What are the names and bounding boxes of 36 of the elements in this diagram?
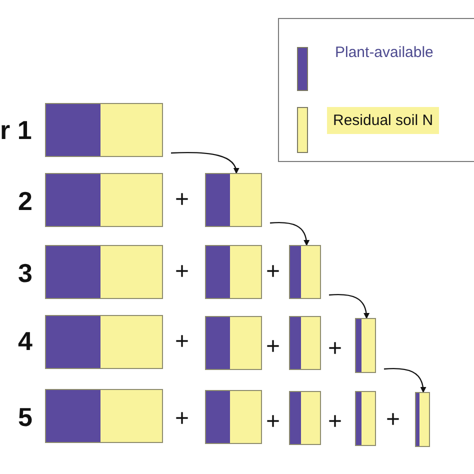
year-number: 5 xyxy=(18,404,32,430)
split-block xyxy=(45,103,163,157)
split-block xyxy=(415,392,430,447)
plus-sign: + xyxy=(266,260,280,284)
split-block xyxy=(205,245,262,299)
split-block xyxy=(289,316,321,370)
split-block xyxy=(355,391,376,446)
plus-sign: + xyxy=(328,410,342,434)
split-block xyxy=(45,245,163,299)
split-block xyxy=(205,390,262,444)
plus-sign: + xyxy=(266,410,280,434)
plus-sign: + xyxy=(175,260,190,284)
plus-sign: + xyxy=(175,188,190,212)
split-block xyxy=(45,173,163,227)
split-block xyxy=(289,245,321,299)
curved-arrow xyxy=(328,294,370,319)
curved-arrow xyxy=(270,222,310,246)
curved-arrow xyxy=(384,368,426,393)
split-block xyxy=(205,316,262,370)
split-block xyxy=(45,315,163,369)
plus-sign: + xyxy=(175,407,190,431)
year-number: 4 xyxy=(18,328,32,354)
plus-sign: + xyxy=(328,337,342,361)
year-number: r 1 xyxy=(0,117,32,143)
plus-sign: + xyxy=(386,408,400,432)
split-block xyxy=(45,389,163,443)
plus-sign: + xyxy=(266,335,280,359)
split-block xyxy=(289,391,321,445)
split-block xyxy=(355,318,376,373)
curved-arrow xyxy=(170,152,239,174)
year-number: 3 xyxy=(18,260,32,286)
split-block xyxy=(205,173,262,227)
year-number: 2 xyxy=(18,188,32,214)
plus-sign: + xyxy=(175,330,190,354)
legend-label: Plant-available xyxy=(334,43,434,63)
legend-label: Residual soil N xyxy=(327,107,440,134)
